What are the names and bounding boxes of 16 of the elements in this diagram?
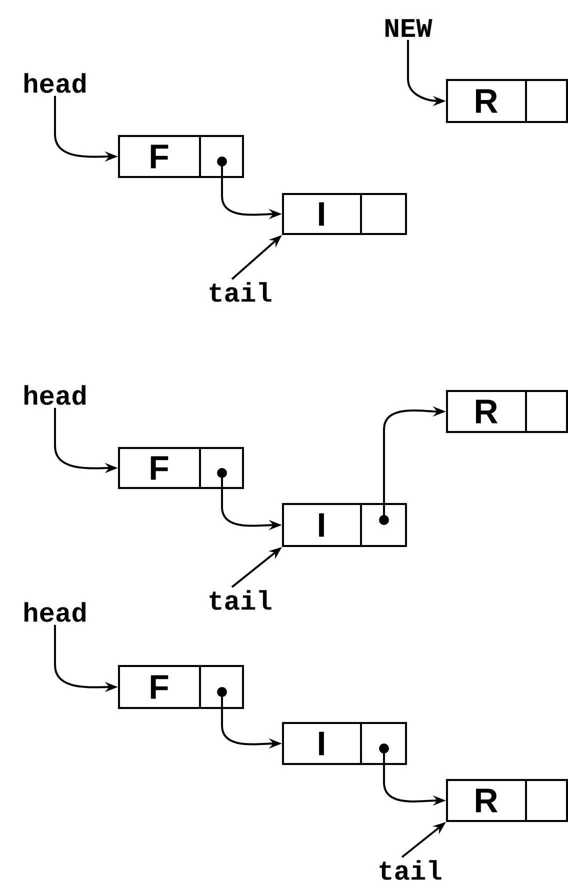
pointer-label: tail (210, 282, 272, 302)
list-node-box: F (118, 135, 244, 178)
list-node-box: R (446, 779, 568, 822)
list-node-box: I (282, 722, 407, 765)
pointer-label: tail (210, 590, 272, 610)
list-node-box: R (446, 390, 568, 433)
pointer-label: NEW (385, 19, 432, 37)
pointer-label: head (24, 602, 86, 622)
list-node-box: I (282, 503, 407, 547)
pointer-label: tail (380, 860, 442, 880)
list-node-box: F (118, 447, 244, 489)
list-node-box: I (282, 193, 407, 235)
pointer-label: head (24, 73, 86, 93)
pointer-label: head (24, 385, 86, 405)
list-node-box: F (118, 665, 244, 709)
list-node-box: R (446, 79, 568, 123)
